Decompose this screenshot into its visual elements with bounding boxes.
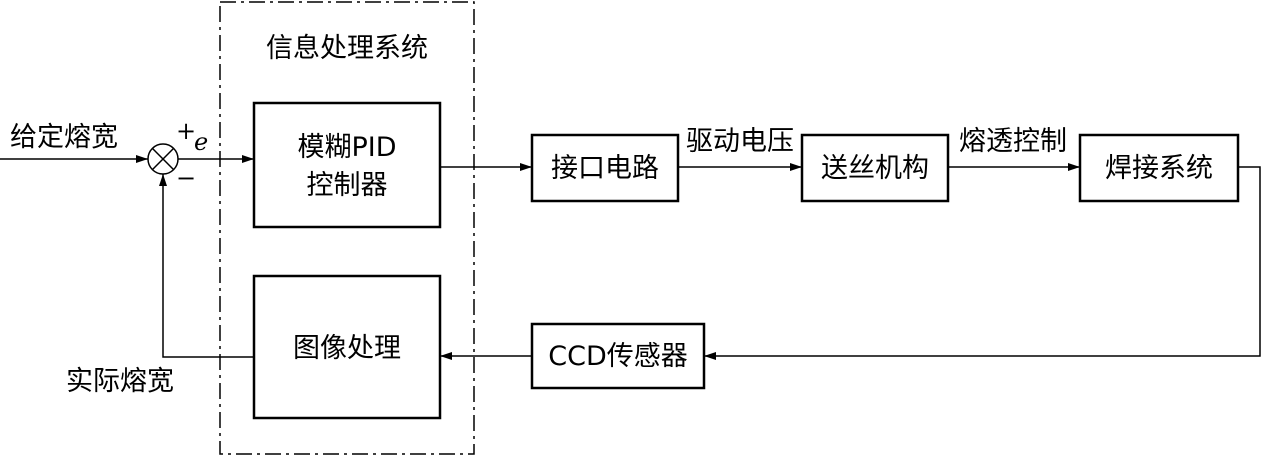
summing-junction — [147, 143, 179, 175]
feedback-line — [159, 174, 254, 358]
actual-width-label: 实际熔宽 — [66, 366, 174, 397]
ccd-sensor-label: CCD传感器 — [548, 341, 688, 372]
image-processing-block — [252, 274, 442, 420]
plus-sign: + — [176, 117, 196, 145]
penetration-control-label: 熔透控制 — [959, 126, 1067, 157]
fuzzy-pid-controller-block — [252, 101, 442, 229]
wire-feed-label: 送丝机构 — [821, 153, 929, 184]
setpoint-label: 给定熔宽 — [10, 122, 118, 153]
information-processing-boundary — [219, 1, 475, 455]
interface-circuit-label: 接口电路 — [551, 153, 659, 184]
interface-circuit-block — [530, 133, 680, 203]
error-signal-label: e — [194, 128, 208, 156]
fuzzy-pid-label-line1: 模糊PID — [297, 132, 396, 163]
fuzzy-pid-label-line2: 控制器 — [307, 170, 388, 201]
information-processing-title: 信息处理系统 — [266, 33, 428, 64]
minus-sign: − — [176, 164, 196, 192]
sensing-return-line — [704, 166, 1261, 360]
image-processing-label: 图像处理 — [293, 333, 401, 364]
welding-system-label: 焊接系统 — [1105, 153, 1213, 184]
welding-system-block — [1078, 133, 1240, 203]
drive-voltage-label: 驱动电压 — [686, 126, 794, 157]
wire-feed-block — [800, 133, 950, 203]
